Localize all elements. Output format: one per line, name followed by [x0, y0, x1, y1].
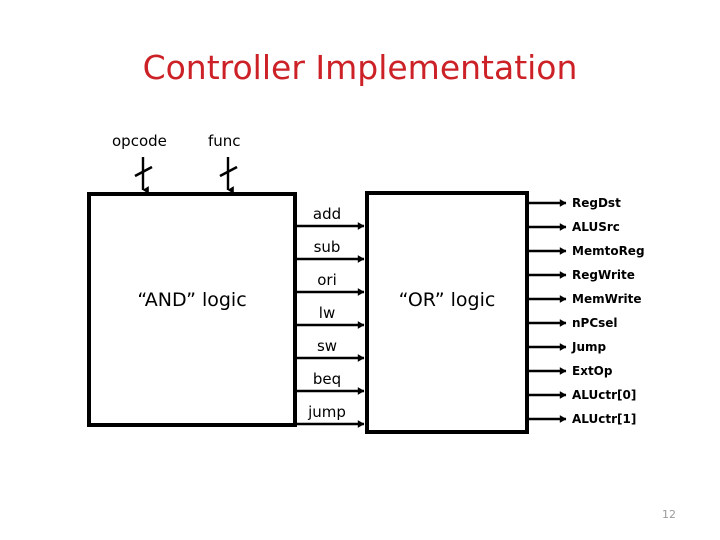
- signal-label-aluctr1: ALUctr[1]: [572, 412, 637, 426]
- signal-label-memtoreg: MemtoReg: [572, 244, 645, 258]
- signal-label-extop: ExtOp: [572, 364, 613, 378]
- instruction-label-jump: jump: [308, 403, 346, 421]
- input-label-func: func: [208, 132, 241, 150]
- instruction-label-add: add: [312, 205, 342, 223]
- instruction-wires: [293, 222, 365, 428]
- or-logic-label: “OR” logic: [398, 289, 496, 311]
- instruction-label-lw: lw: [318, 304, 336, 322]
- signal-label-aluctr0: ALUctr[0]: [572, 388, 637, 402]
- or-logic-box: [365, 191, 529, 434]
- output-signal-wires: [527, 199, 567, 423]
- and-logic-label: “AND” logic: [137, 289, 247, 311]
- instruction-label-sub: sub: [313, 238, 341, 256]
- and-logic-box: [87, 192, 297, 427]
- input-label-opcode: opcode: [112, 132, 167, 150]
- signal-label-regdst: RegDst: [572, 196, 621, 210]
- page-number: 12: [662, 508, 676, 521]
- opcode-input-wire: [134, 157, 153, 194]
- page-title: Controller Implementation: [142, 48, 578, 87]
- func-input-wire: [219, 157, 238, 194]
- instruction-label-sw: sw: [316, 337, 338, 355]
- instruction-label-ori: ori: [317, 271, 337, 289]
- instruction-label-beq: beq: [312, 370, 342, 388]
- signal-label-alusrc: ALUSrc: [572, 220, 620, 234]
- signal-label-jump: Jump: [572, 340, 607, 354]
- signal-label-npcsel: nPCsel: [572, 316, 618, 330]
- signal-label-memwrite: MemWrite: [572, 292, 642, 306]
- signal-label-regwrite: RegWrite: [572, 268, 635, 282]
